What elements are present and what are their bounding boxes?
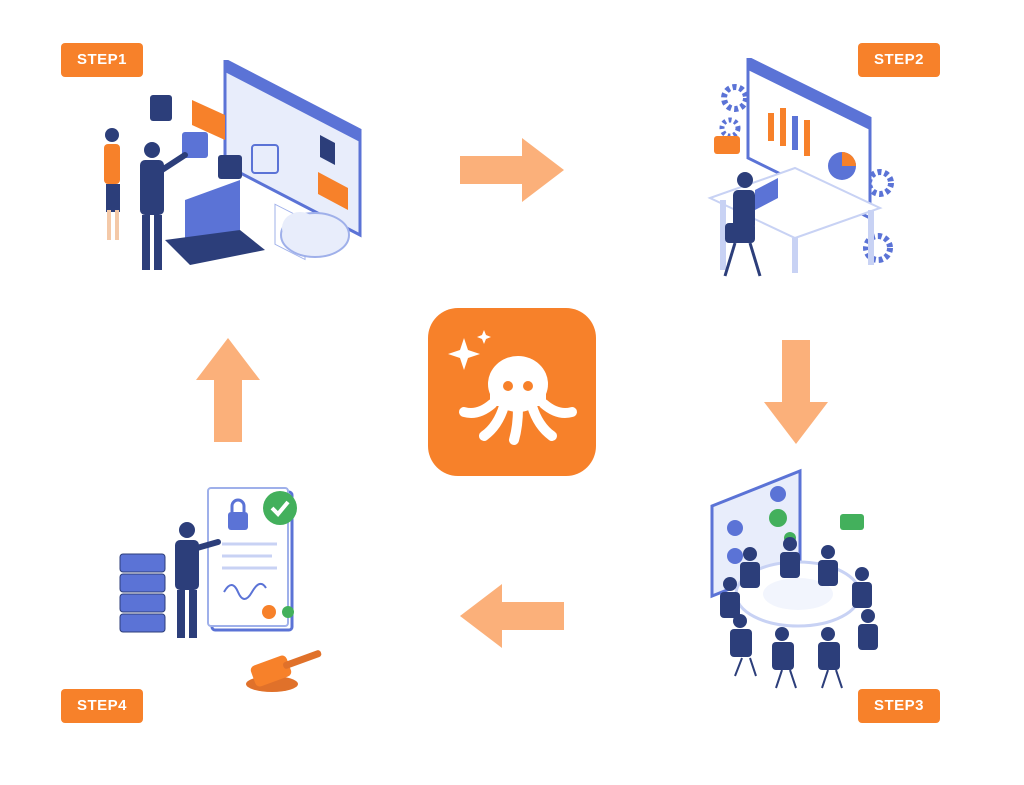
octopus-logo-icon xyxy=(428,308,596,476)
data-collection-illustration xyxy=(104,60,362,270)
step3-badge: STEP3 xyxy=(858,689,941,723)
team-meeting-illustration xyxy=(710,468,878,689)
arrow-down-icon xyxy=(764,340,828,444)
contract-approval-illustration xyxy=(119,487,322,692)
analysis-dashboard-illustration xyxy=(707,58,894,277)
step1-badge: STEP1 xyxy=(61,43,144,77)
step4-badge: STEP4 xyxy=(61,689,144,723)
arrow-right-icon xyxy=(460,138,564,202)
arrow-left-icon xyxy=(460,584,564,648)
arrow-up-icon xyxy=(196,338,260,442)
step2-badge: STEP2 xyxy=(858,43,941,77)
